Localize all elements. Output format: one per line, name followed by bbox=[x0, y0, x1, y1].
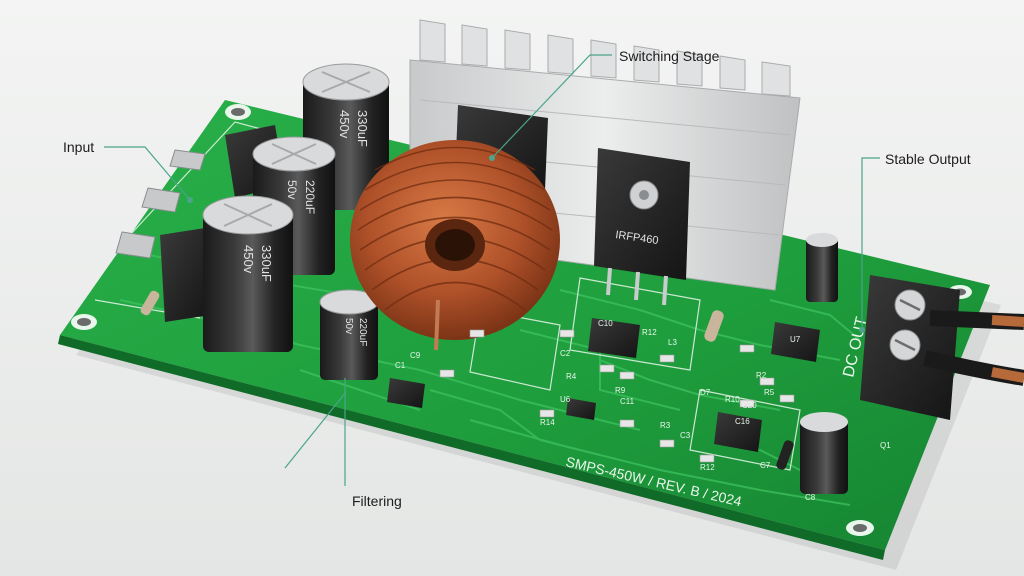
leader-dot-switching bbox=[489, 155, 495, 161]
svg-text:C2: C2 bbox=[560, 349, 571, 358]
svg-text:R9: R9 bbox=[615, 386, 626, 395]
svg-text:C10: C10 bbox=[598, 319, 613, 328]
small-capacitors bbox=[800, 233, 848, 494]
svg-text:220uF: 220uF bbox=[357, 318, 368, 346]
output-wires bbox=[923, 310, 1024, 386]
callout-switching-stage: Switching Stage bbox=[619, 48, 720, 64]
input-terminals bbox=[115, 149, 206, 259]
refdes-labels: C2 R4 C10 R12 L3 R9 C11 D7 R10 C20 R5 R2… bbox=[395, 319, 891, 502]
svg-text:U7: U7 bbox=[790, 335, 801, 344]
svg-text:D7: D7 bbox=[700, 388, 711, 397]
svg-text:R3: R3 bbox=[660, 421, 671, 430]
callout-leaders bbox=[104, 54, 880, 486]
svg-text:C8: C8 bbox=[805, 493, 816, 502]
output-terminal-block bbox=[860, 275, 960, 420]
callout-filtering: Filtering bbox=[352, 493, 402, 509]
svg-text:R4: R4 bbox=[566, 372, 577, 381]
leader-dot-output bbox=[859, 327, 865, 333]
svg-text:330uF: 330uF bbox=[355, 110, 370, 147]
svg-text:50v: 50v bbox=[343, 318, 354, 334]
svg-text:R10: R10 bbox=[725, 395, 740, 404]
svg-text:C9: C9 bbox=[410, 351, 421, 360]
svg-text:U6: U6 bbox=[560, 395, 571, 404]
svg-text:R12: R12 bbox=[700, 463, 715, 472]
svg-text:220uF: 220uF bbox=[303, 180, 317, 214]
capacitor-220uf-front: 220uF 50v bbox=[319, 289, 379, 380]
capacitor-330uf-front: 330uF 450v bbox=[202, 195, 294, 352]
callout-stable-output: Stable Output bbox=[885, 151, 971, 167]
toroid-inductor bbox=[350, 140, 560, 351]
ic-chips bbox=[387, 318, 820, 452]
svg-text:330uF: 330uF bbox=[259, 245, 274, 282]
svg-text:C16: C16 bbox=[735, 417, 750, 426]
svg-text:C1: C1 bbox=[395, 361, 406, 370]
smd-components bbox=[439, 329, 795, 463]
svg-text:R14: R14 bbox=[540, 418, 555, 427]
svg-text:450v: 450v bbox=[337, 110, 352, 139]
svg-text:C7: C7 bbox=[760, 461, 771, 470]
svg-text:R5: R5 bbox=[764, 388, 775, 397]
input-choke-block bbox=[160, 228, 210, 322]
svg-text:Q1: Q1 bbox=[880, 441, 891, 450]
svg-text:C20: C20 bbox=[742, 401, 757, 410]
pcb-edge bbox=[58, 335, 885, 560]
callout-input: Input bbox=[63, 139, 95, 155]
mosfet-irfp460: IRFP460 bbox=[594, 148, 690, 306]
svg-text:R2: R2 bbox=[756, 371, 767, 380]
svg-text:C3: C3 bbox=[680, 431, 691, 440]
svg-text:L3: L3 bbox=[668, 338, 677, 347]
svg-text:C11: C11 bbox=[620, 397, 635, 406]
svg-text:50v: 50v bbox=[285, 180, 299, 199]
svg-text:450v: 450v bbox=[241, 245, 256, 274]
mosfet-marking: IRFP460 bbox=[615, 229, 660, 247]
leader-dot-input bbox=[187, 197, 193, 203]
mounting-holes bbox=[71, 104, 972, 536]
svg-text:R12: R12 bbox=[642, 328, 657, 337]
